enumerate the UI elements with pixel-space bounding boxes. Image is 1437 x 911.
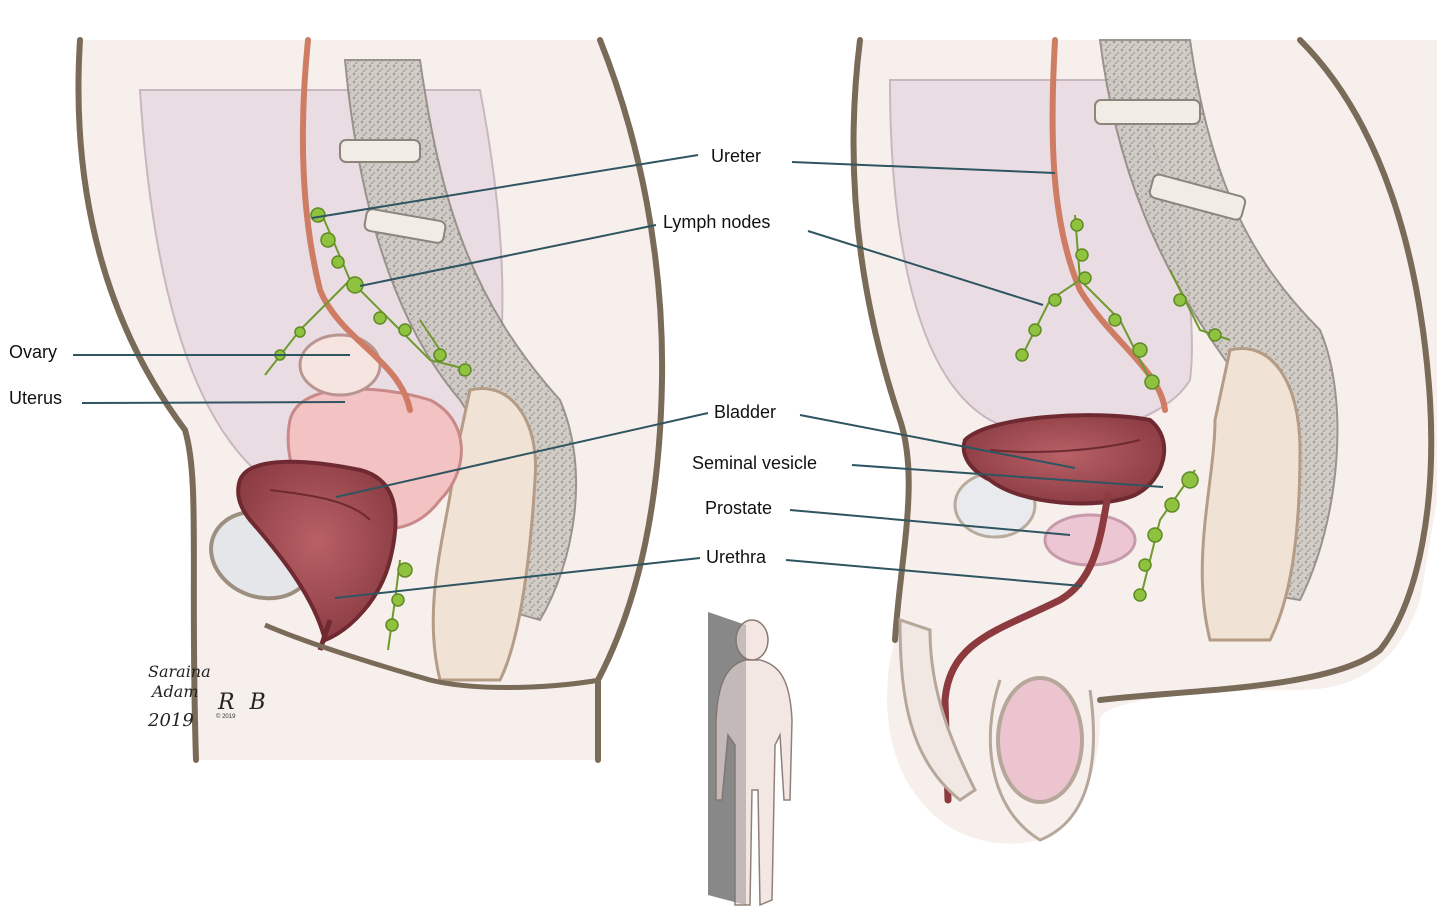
label-prostate: Prostate (705, 498, 772, 518)
label-urethra: Urethra (706, 547, 766, 567)
artist-signature-line2: Adam (152, 682, 199, 701)
artist-signature-year: 2019 (148, 710, 194, 731)
female-ovary (300, 335, 380, 395)
artist-initials: R B (218, 690, 270, 715)
label-uterus: Uterus (9, 388, 62, 408)
label-seminal-vesicle: Seminal vesicle (692, 453, 817, 473)
female-pelvis-section (78, 40, 662, 760)
artist-signature-line1: Saraina (148, 662, 211, 681)
copyright-text: © 2019 (216, 714, 235, 720)
orientation-inset-figure (708, 612, 792, 905)
label-ovary: Ovary (9, 342, 57, 362)
label-bladder: Bladder (714, 402, 776, 422)
label-lymph-nodes: Lymph nodes (663, 212, 770, 232)
male-testis (998, 678, 1082, 802)
leader-uterus (82, 402, 345, 403)
label-ureter: Ureter (711, 146, 761, 166)
male-prostate (1045, 515, 1135, 565)
